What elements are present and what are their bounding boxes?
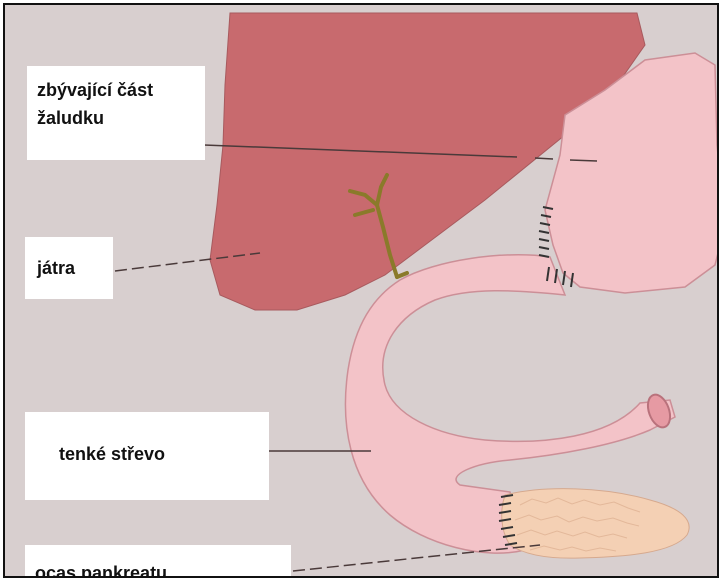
label-small-intestine-text: tenké střevo [59,444,165,464]
label-stomach-remnant: zbývající část žaludku [27,66,205,160]
label-stomach-remnant-text: zbývající část žaludku [37,80,153,128]
label-pancreas-tail: ocas pankreatu [25,545,291,578]
pancreas-tail-shape [502,489,689,558]
label-liver-text: játra [37,258,75,278]
leader-pancreas [293,545,540,571]
label-liver: játra [25,237,113,299]
diagram-frame: zbývající část žaludku játra tenké střev… [3,3,719,578]
label-pancreas-tail-text: ocas pankreatu [35,563,167,578]
label-small-intestine: tenké střevo [25,412,269,500]
